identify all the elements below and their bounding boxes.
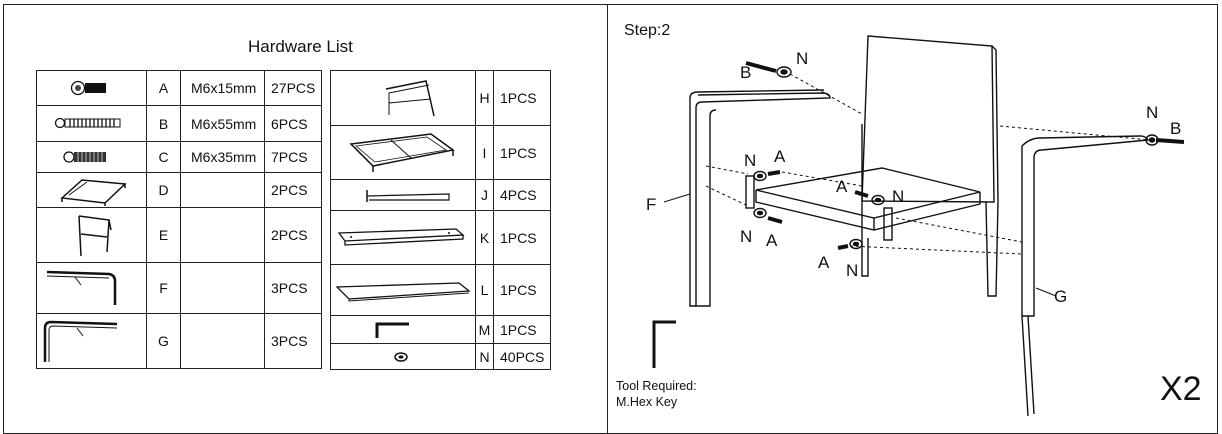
tool-required-note: Tool Required: M.Hex Key: [616, 378, 697, 410]
part-letter: F: [146, 262, 181, 314]
part-letter: I: [475, 125, 494, 180]
callout-b: B: [1170, 119, 1181, 138]
part-qty: 1PCS: [493, 315, 551, 344]
part-size: M6x35mm: [180, 141, 265, 173]
callout-a: A: [774, 147, 786, 166]
part-qty: 2PCS: [264, 172, 322, 208]
table-row: D 2PCS: [36, 172, 322, 208]
backrest-part: [861, 35, 995, 203]
bracket-icon: [330, 179, 476, 211]
part-qty: 27PCS: [264, 70, 322, 106]
hardware-list-title: Hardware List: [248, 37, 353, 56]
table-row: G 3PCS: [36, 313, 322, 369]
part-letter: C: [146, 141, 181, 173]
callout-labels: B N N B N A A N N A A N F G: [646, 49, 1181, 306]
part-letter: D: [146, 172, 181, 208]
callout-n: N: [892, 187, 904, 206]
panel-divider: [607, 4, 608, 434]
part-qty: 1PCS: [493, 70, 551, 126]
bolt-medium-icon: [36, 141, 147, 173]
table-row: I 1PCS: [330, 125, 551, 180]
table-row: E 2PCS: [36, 207, 322, 263]
part-size: M6x15mm: [180, 70, 265, 106]
table-frame-icon: [330, 125, 476, 180]
part-letter: H: [475, 70, 494, 126]
callout-n: N: [744, 151, 756, 170]
callout-n: N: [740, 227, 752, 246]
part-letter: E: [146, 207, 181, 263]
callout-b: B: [740, 63, 751, 82]
seat-frame-icon: [36, 172, 147, 208]
part-letter: L: [475, 264, 494, 316]
table-row: H 1PCS: [330, 70, 551, 126]
callout-a: A: [836, 177, 848, 196]
callout-n: N: [1146, 103, 1158, 122]
part-size: [180, 262, 265, 314]
part-qty: 1PCS: [493, 264, 551, 316]
part-qty: 4PCS: [493, 179, 551, 211]
bolt-short-icon: [36, 70, 147, 106]
part-qty: 3PCS: [264, 262, 322, 314]
tool-required-label: Tool Required:: [616, 379, 697, 393]
sofa-back-icon: [330, 70, 476, 126]
part-size: [180, 313, 265, 369]
callout-a: A: [766, 231, 778, 250]
right-armrest-icon: [36, 313, 147, 369]
table-row: J 4PCS: [330, 179, 551, 211]
part-letter: N: [475, 343, 494, 370]
callout-f: F: [646, 195, 656, 214]
part-letter: K: [475, 210, 494, 265]
table-row: B M6x55mm 6PCS: [36, 105, 322, 142]
hardware-table-left: A M6x15mm 27PCS B M6x55mm 6PCS C M6x35mm…: [36, 70, 322, 369]
part-size: [180, 207, 265, 263]
callout-n: N: [796, 49, 808, 68]
part-qty: 1PCS: [493, 125, 551, 180]
part-qty: 1PCS: [493, 210, 551, 265]
chair-assembly-diagram: B N N B N A A N N A A N F G: [646, 35, 1185, 417]
table-row: A M6x15mm 27PCS: [36, 70, 322, 106]
right-armrest-part: [1021, 135, 1150, 317]
table-row: N 40PCS: [330, 343, 551, 370]
left-armrest-part: [695, 92, 831, 307]
washer-icon: [330, 343, 476, 370]
step-label: Step:2: [624, 22, 671, 39]
part-qty: 7PCS: [264, 141, 322, 173]
callout-n: N: [846, 261, 858, 280]
quantity-multiplier: X2: [1160, 370, 1202, 408]
table-row: C M6x35mm 7PCS: [36, 141, 322, 173]
backrest-icon: [36, 207, 147, 263]
tool-name: M.Hex Key: [616, 395, 678, 409]
callout-a: A: [818, 253, 830, 272]
hardware-table-right: H 1PCS I 1PCS J 4PCS K 1PCS L 1PCS M 1PC…: [330, 70, 551, 370]
callout-g: G: [1054, 287, 1067, 306]
part-letter: G: [146, 313, 181, 369]
part-size: M6x55mm: [180, 105, 265, 142]
part-letter: B: [146, 105, 181, 142]
bolt-long-icon: [36, 105, 147, 142]
part-letter: M: [475, 315, 494, 344]
part-letter: A: [146, 70, 181, 106]
part-qty: 40PCS: [493, 343, 551, 370]
hex-key-icon: [330, 315, 476, 344]
part-qty: 6PCS: [264, 105, 322, 142]
part-size: [180, 172, 265, 208]
tray-icon: [330, 210, 476, 265]
hex-key-tool: [652, 320, 676, 368]
table-row: M 1PCS: [330, 315, 551, 344]
table-row: L 1PCS: [330, 264, 551, 316]
part-qty: 2PCS: [264, 207, 322, 263]
left-armrest-icon: [36, 262, 147, 314]
part-letter: J: [475, 179, 494, 211]
table-row: K 1PCS: [330, 210, 551, 265]
glass-top-icon: [330, 264, 476, 316]
part-qty: 3PCS: [264, 313, 322, 369]
table-row: F 3PCS: [36, 262, 322, 314]
